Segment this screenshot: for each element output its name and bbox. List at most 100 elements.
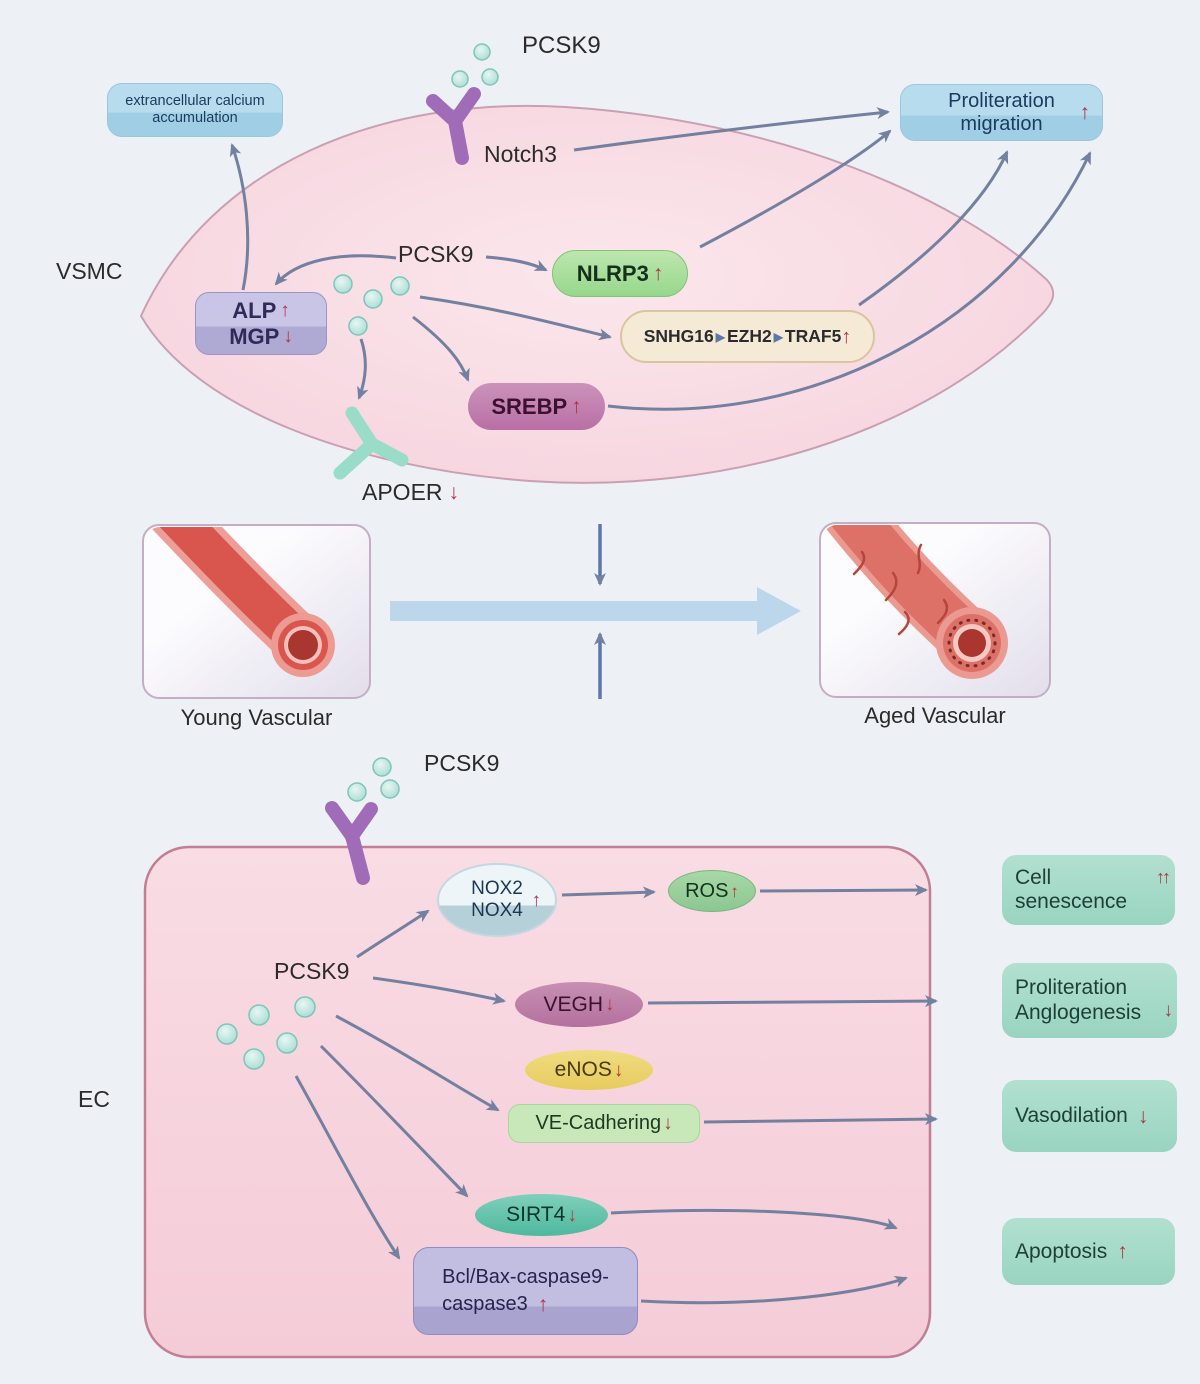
aged-vascular-label: Aged Vascular [864,703,1006,728]
down-arrow-icon: ↓ [283,325,293,347]
right-triangle-icon: ▶ [715,329,725,344]
sirt4-ellipse: SIRT4 ↓ [475,1194,608,1236]
arrow-dots-to-snhg16 [419,295,612,341]
vegh-ellipse: VEGH ↓ [515,982,643,1027]
proliferation-migration-box: Proliteration migration ↑ [900,84,1103,141]
up-arrow-icon: ↑ [730,881,739,901]
pcsk9-molecule-dots [216,43,499,1070]
vasodilation-box: Vasodilation ↓ [1002,1080,1177,1152]
ec-cell-shape [143,845,932,1359]
notch3-receptor-icon [426,87,481,165]
ec-pcsk9-receptor-icon [325,801,378,885]
down-arrow-icon: ↓ [567,1204,577,1226]
up-arrow-icon: ↑ [841,325,852,348]
alp-mgp-box: ALP ↑ MGP ↓ [195,292,327,355]
cell-senescence-box: Cell senescence ↑↑ [1002,855,1175,925]
nox2-nox4-ellipse: NOX2 NOX4 ↑ [437,863,557,937]
sirt4-text: SIRT4 [506,1203,566,1226]
aged-vessel-illustration [819,522,1051,698]
snhg16-text: SNHG16 [643,326,714,346]
up-arrow-icon: ↑ [652,262,664,285]
up-arrow-icon: ↑ [531,889,542,911]
apoptosis-box: Apoptosis ↑ [1002,1218,1175,1285]
apoer-receptor-icon [333,406,409,480]
down-arrow-icon: ↓ [1137,1104,1149,1128]
arrow-notch3-to-proliferation [573,107,890,152]
arrow-alp-to-calcium [229,143,250,291]
out-proliferation-line1: Proliteration [1015,976,1128,1000]
up-arrow-icon: ↑ [1117,1240,1128,1263]
proliferation-line2: migration [960,112,1043,135]
arrow-dots-to-sirt4 [319,1044,469,1198]
apoptosis-text: Apoptosis [1015,1239,1108,1263]
arrow-nox-to-ros [561,886,656,899]
down-arrow-icon: ↓ [1163,1000,1174,1021]
up-arrow-icon: ↑ [280,300,290,322]
apoer-label: APOER ↓ [362,479,459,506]
arrow-vecadhering-to-vasodilation [703,1113,938,1126]
pcsk9-label-ec-top: PCSK9 [424,750,500,776]
down-arrow-icon: ↓ [663,1113,673,1134]
arrow-pcsk9-to-nox [356,909,430,959]
up-arrow-icon: ↑ [1079,101,1091,124]
arrow-pcsk9-to-alp [274,254,397,286]
young-vascular-label: Young Vascular [180,705,333,730]
arrow-nlrp3-to-proliferation [699,129,892,249]
arrow-dots-to-srebp [412,315,470,382]
senescence-line1: Cell [1015,865,1052,889]
mgp-text: MGP [229,323,280,349]
notch3-label: Notch3 [484,141,557,167]
arrow-ros-to-senescence [759,884,928,897]
nlrp3-text: NLRP3 [576,260,649,286]
calcium-accumulation-box: extrancellular calcium accumulation [107,83,283,137]
ros-text: ROS [685,879,729,902]
arrow-traf5-to-proliferation [858,150,1009,307]
nox4-text: NOX4 [471,900,523,921]
proliferation-anglogenesis-box: Proliteration Anglogenesis ↓ [1002,963,1177,1038]
right-triangle-icon: ▶ [773,329,783,344]
arrow-pcsk9-to-nlrp3 [485,255,548,272]
up-arrow-icon: ↑ [571,395,582,418]
arrow-srebp-to-proliferation [607,151,1092,411]
bcl-line1: Bcl/Bax-caspase9- [442,1266,609,1288]
ezh2-text: EZH2 [726,326,772,346]
srebp-pill: SREBP ↑ [468,383,605,430]
alp-text: ALP [232,298,277,324]
senescence-line2: senescence [1015,890,1128,913]
ve-cadhering-box: VE-Cadhering ↓ [508,1104,700,1143]
arrow-dots-to-vecadhering [335,1014,500,1112]
enos-ellipse: eNOS ↓ [525,1050,653,1090]
bcl-bax-caspase-box: Bcl/Bax-caspase9- caspase3 ↑ [413,1247,638,1335]
down-arrow-icon: ↓ [448,481,460,504]
bcl-line2: caspase3 [442,1293,528,1315]
arrow-bcl-to-apoptosis [640,1275,908,1305]
down-arrow-icon: ↓ [605,994,615,1015]
young-vessel-illustration [142,524,371,699]
calcium-line1: extrancellular calcium [125,93,265,110]
ros-ellipse: ROS ↑ [668,870,756,912]
arrow-vegh-to-proliferation-out [647,995,938,1008]
arrow-sirt4-to-apoptosis [610,1208,898,1230]
enos-text: eNOS [554,1058,612,1081]
arrow-pcsk9-to-vegh [372,976,506,1005]
aging-transition-arrow [390,587,801,635]
down-arrow-icon: ↓ [613,1059,624,1081]
ve-cadhering-text: VE-Cadhering [535,1112,662,1134]
ec-cell-label: EC [78,1086,110,1112]
vsmc-cell-label: VSMC [56,258,123,284]
arrow-dots-to-bcl [294,1075,401,1260]
snhg16-ezh2-traf5-pill: SNHG16 ▶ EZH2 ▶ TRAF5 ↑ [620,310,875,363]
nlrp3-pill: NLRP3 ↑ [552,250,688,297]
up-arrow-icon: ↑ [537,1293,549,1316]
proliferation-line1: Proliteration [948,89,1055,112]
vasodilation-text: Vasodilation [1015,1104,1128,1127]
double-up-arrow-icon: ↑↑ [1156,867,1171,887]
calcium-line2: accumulation [152,110,238,126]
apoer-text: APOER [362,479,443,505]
nox2-text: NOX2 [471,878,523,900]
arrow-dot-to-apoer [357,338,369,400]
pcsk9-label-vsmc-inner: PCSK9 [398,241,474,267]
pcsk9-label-vsmc-top: PCSK9 [522,32,601,59]
